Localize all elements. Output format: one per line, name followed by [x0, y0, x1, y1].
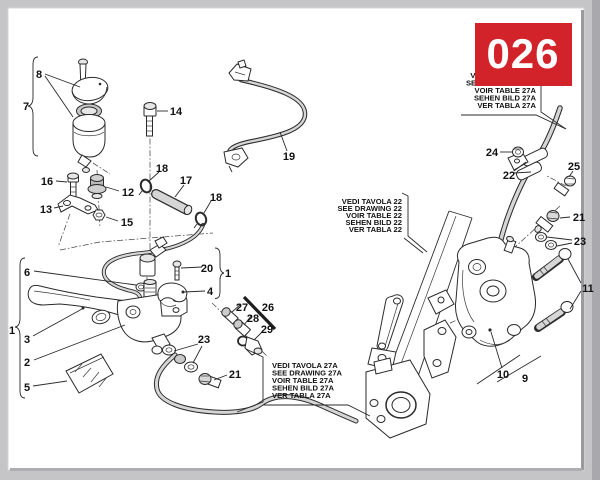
washers-23-right: [535, 232, 557, 250]
clip-18-second: [193, 211, 208, 229]
callout-12: 12: [122, 187, 134, 199]
callout-25: 25: [568, 161, 580, 173]
pad-5: [65, 353, 114, 394]
callout-19: 19: [283, 151, 295, 163]
washers-23-left: [162, 344, 198, 373]
callout-2: 2: [24, 357, 30, 369]
note-bottom: VEDI TAVOLA 27A SEE DRAWING 27A VOIR TAB…: [272, 361, 343, 400]
switch-cable-19: [223, 59, 308, 173]
callout-9: 9: [522, 373, 528, 385]
fluid-reservoir-assembly: [71, 58, 109, 173]
note-line: VOIR TABLE 27A: [272, 376, 334, 385]
callout-1-right: 1: [225, 268, 231, 280]
callout-3: 3: [24, 334, 30, 346]
grommet-12: [87, 174, 107, 199]
callout-17: 17: [180, 175, 192, 187]
drawing-number-badge: 026: [475, 23, 572, 86]
bolt-25: [553, 175, 576, 197]
callout-27: 27: [236, 302, 248, 314]
screw-20: [172, 260, 182, 281]
note-center: VEDI TAVOLA 22 SEE DRAWING 22 VOIR TABLE…: [337, 197, 402, 234]
note-line: VEDI TAVOLA 22: [342, 197, 402, 206]
brake-switch: [139, 236, 168, 277]
clamp-4: [157, 282, 188, 307]
callout-leader-lines: [14, 56, 582, 399]
callout-7: 7: [23, 101, 29, 113]
callout-18-first: 18: [156, 163, 168, 175]
note-line: VER TABLA 27A: [477, 101, 536, 110]
callout-23-right: 23: [574, 236, 586, 248]
callout-28: 28: [247, 313, 259, 325]
badge-background: [475, 23, 572, 86]
callout-14: 14: [170, 106, 183, 118]
note-pointer-lines: [236, 84, 567, 417]
callout-11: 11: [582, 283, 594, 295]
front-fork: [365, 210, 473, 439]
callout-20: 20: [201, 263, 213, 275]
callout-6: 6: [24, 267, 30, 279]
callout-labels: 8 7 14 16 12 13 15 18 17 18 19 6 1 3 2 5…: [9, 69, 594, 394]
front-brake-hose-lower: [153, 352, 359, 424]
callout-4: 4: [207, 286, 214, 298]
callout-5: 5: [24, 382, 30, 394]
hose-17: [151, 189, 193, 216]
hose-stub-26: [242, 295, 277, 331]
note-line: VOIR TABLE 27A: [475, 86, 537, 95]
note-line: VER TABLA 22: [349, 225, 402, 234]
callout-13: 13: [40, 204, 52, 216]
callout-24: 24: [486, 147, 499, 159]
brake-caliper: [455, 235, 536, 347]
note-line: VEDI TAVOLA 27A: [272, 361, 338, 370]
hose-loop: [101, 223, 205, 299]
hose-clamp-22: [507, 147, 549, 181]
caliper-bolts-11: [532, 248, 574, 332]
callout-10: 10: [497, 369, 509, 381]
note-line: SEE DRAWING 22: [337, 204, 402, 213]
callout-23-left: 23: [198, 334, 210, 346]
callout-8: 8: [36, 69, 42, 81]
note-line: SEHEN BILD 27A: [474, 94, 537, 103]
badge-number: 026: [486, 30, 559, 77]
bolt-16: [67, 172, 79, 200]
callout-18-second: 18: [210, 192, 222, 204]
nut-15: [92, 209, 106, 221]
nut-24: [512, 146, 524, 158]
clip-18-first: [138, 178, 153, 196]
callout-22: 22: [503, 170, 515, 182]
callout-29: 29: [261, 324, 273, 336]
fitting-28: [233, 319, 252, 338]
note-line: SEE DRAWING 27A: [272, 369, 343, 378]
callout-15: 15: [121, 217, 133, 229]
banjo-bolt-21-right: [534, 210, 560, 233]
note-line: VER TABLA 27A: [272, 391, 331, 400]
callout-26: 26: [262, 302, 274, 314]
note-line: SEHEN BILD 22: [345, 218, 402, 227]
callout-21-right: 21: [573, 212, 585, 224]
note-line: VOIR TABLE 22: [346, 211, 402, 220]
callout-21-left: 21: [229, 369, 241, 381]
note-line: SEHEN BILD 27A: [272, 384, 335, 393]
banjo-bolt-14: [143, 102, 157, 137]
callout-1-left: 1: [9, 325, 15, 337]
callout-16: 16: [41, 176, 53, 188]
